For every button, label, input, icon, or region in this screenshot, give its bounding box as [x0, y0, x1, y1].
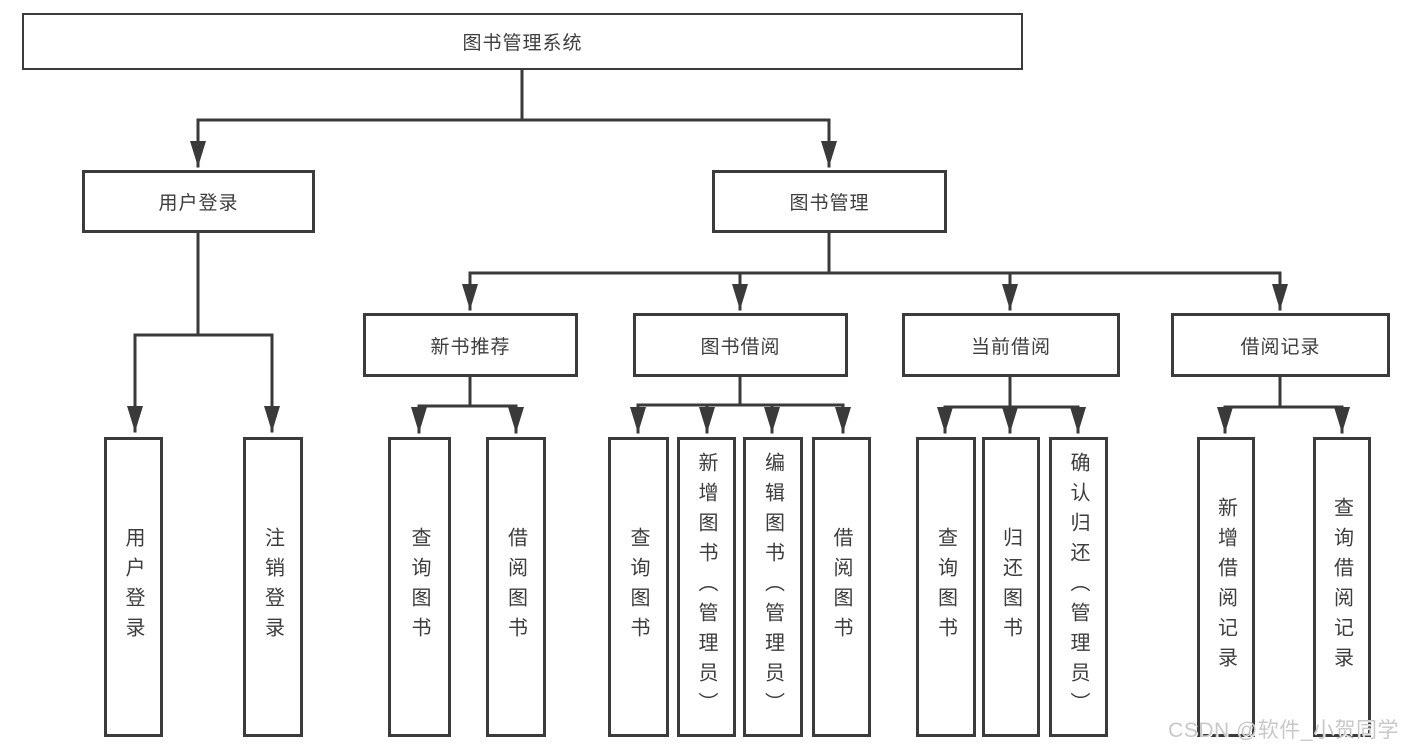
leaf-query-books-borrowing-label: 查询图书: [627, 527, 649, 647]
leaf-logout: 注销登录: [243, 437, 303, 737]
node-book-management: 图书管理: [712, 170, 947, 233]
leaf-add-books-admin-label: 新增图书（管理员）: [695, 452, 717, 722]
node-book-borrowing: 图书借阅: [633, 313, 848, 377]
leaf-query-borrow-record-label: 查询借阅记录: [1330, 497, 1353, 677]
arrow-connectors: [127, 68, 1350, 434]
leaf-add-borrow-record-label: 新增借阅记录: [1214, 497, 1237, 677]
leaf-user-login-label: 用户登录: [122, 527, 144, 647]
leaf-edit-books-admin-label: 编辑图书（管理员）: [761, 452, 784, 722]
leaf-return-books-label: 归还图书: [999, 527, 1022, 647]
leaf-edit-books-admin: 编辑图书（管理员）: [743, 437, 803, 737]
node-system-root: 图书管理系统: [22, 13, 1023, 70]
leaf-query-books-borrowing: 查询图书: [608, 437, 669, 737]
leaf-borrow-books-recommend-label: 借阅图书: [504, 527, 527, 647]
node-borrowing-records: 借阅记录: [1171, 313, 1390, 377]
node-user-login: 用户登录: [82, 170, 315, 233]
leaf-logout-label: 注销登录: [261, 527, 284, 647]
leaf-return-books: 归还图书: [982, 437, 1040, 737]
watermark-text: CSDN @软件_小贺同学: [1168, 719, 1399, 742]
leaf-query-books-recommend-label: 查询图书: [408, 527, 430, 647]
node-current-borrowing: 当前借阅: [902, 313, 1120, 377]
leaf-add-borrow-record: 新增借阅记录: [1197, 437, 1255, 737]
leaf-borrow-books-borrowing-label: 借阅图书: [830, 527, 852, 647]
leaf-confirm-return-admin: 确认归还（管理员）: [1049, 437, 1108, 737]
leaf-add-books-admin: 新增图书（管理员）: [677, 437, 736, 737]
node-new-book-recommendation: 新书推荐: [363, 313, 578, 377]
leaf-query-books-current: 查询图书: [916, 437, 976, 737]
leaf-confirm-return-admin-label: 确认归还（管理员）: [1067, 452, 1089, 722]
leaf-query-books-current-label: 查询图书: [934, 527, 957, 647]
leaf-query-books-recommend: 查询图书: [388, 437, 451, 737]
leaf-user-login: 用户登录: [104, 437, 163, 737]
leaf-borrow-books-recommend: 借阅图书: [486, 437, 546, 737]
leaf-borrow-books-borrowing: 借阅图书: [812, 437, 871, 737]
leaf-query-borrow-record: 查询借阅记录: [1313, 437, 1371, 737]
